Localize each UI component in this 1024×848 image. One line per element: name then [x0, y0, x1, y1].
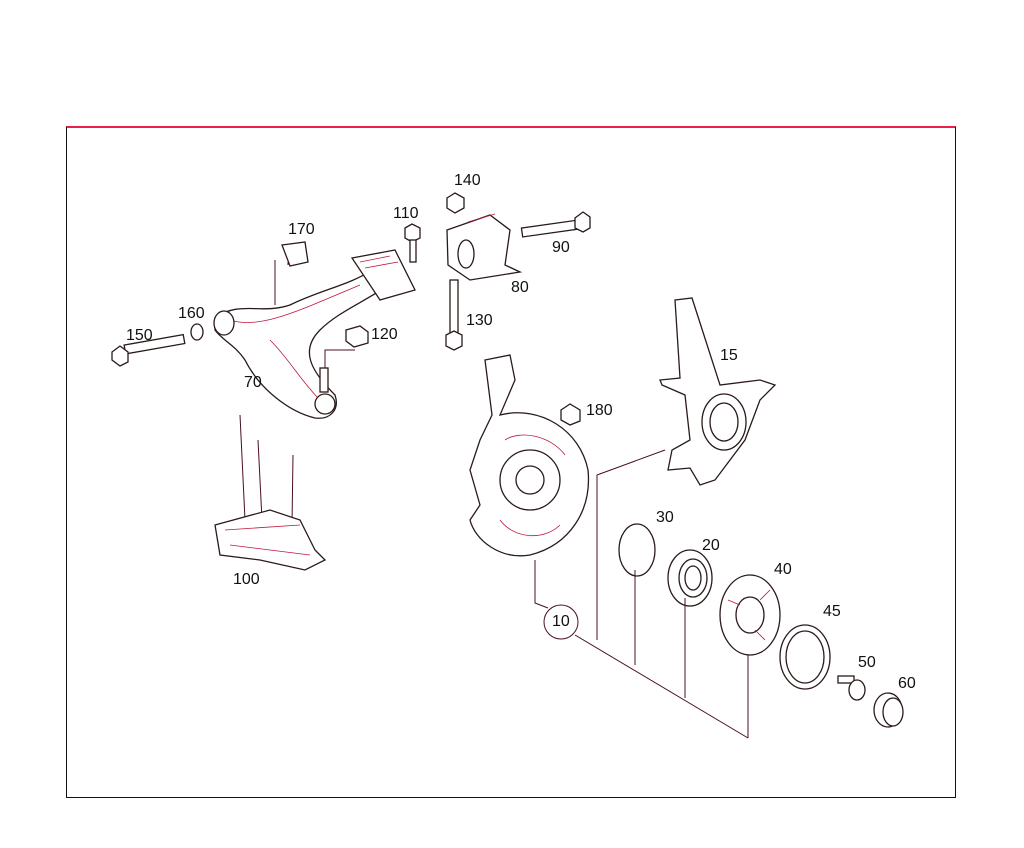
bolt-part [520, 211, 591, 238]
label-80: 80 [511, 279, 529, 296]
snap-ring-part [618, 523, 656, 577]
leader-lines [274, 260, 749, 739]
label-50: 50 [858, 654, 876, 671]
label-150: 150 [126, 327, 153, 344]
nut-part [446, 192, 465, 214]
label-90: 90 [552, 239, 570, 256]
label-110: 110 [393, 205, 419, 222]
label-30: 30 [656, 509, 674, 526]
label-15: 15 [720, 347, 738, 364]
hub-cap-part [873, 692, 904, 728]
bracket-part [281, 241, 309, 267]
label-170: 170 [288, 221, 315, 238]
seal-part [779, 624, 831, 690]
control-arm-part [213, 249, 416, 419]
bolt-part [111, 333, 186, 367]
wheel-bearing-part [667, 549, 713, 607]
callout-circle [543, 604, 579, 640]
label-120: 120 [371, 326, 398, 343]
wheel-hub-part [719, 574, 781, 656]
bolt-part [404, 223, 421, 263]
label-10: 10 [552, 613, 570, 630]
label-20: 20 [702, 537, 720, 554]
bolt-part [445, 279, 463, 351]
bushing-part [446, 213, 523, 281]
nut-part [345, 325, 369, 348]
label-40: 40 [774, 561, 792, 578]
label-100: 100 [233, 571, 260, 588]
diagram-frame [66, 126, 956, 798]
label-60: 60 [898, 675, 916, 692]
support-part [214, 414, 327, 571]
washer-part [190, 323, 204, 341]
label-160: 160 [178, 305, 205, 322]
steering-knuckle-part [469, 354, 590, 557]
label-180: 180 [586, 402, 613, 419]
label-140: 140 [454, 172, 481, 189]
label-45: 45 [823, 603, 841, 620]
bolt-part [837, 675, 866, 701]
label-70: 70 [244, 374, 262, 391]
label-130: 130 [466, 312, 493, 329]
steering-knuckle-part [659, 297, 777, 486]
